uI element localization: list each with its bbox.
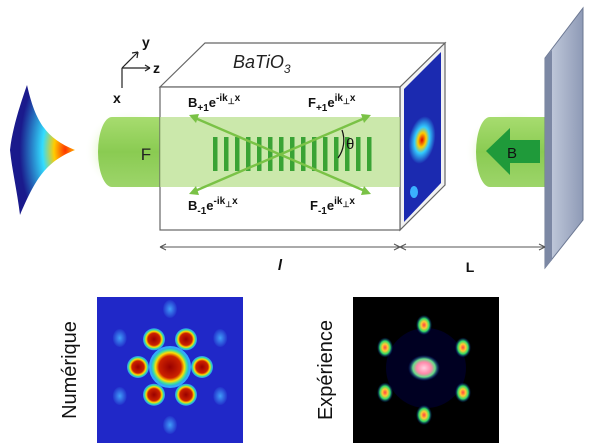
numerical-faint-spot — [213, 329, 228, 347]
numerical-side-spot — [127, 356, 149, 378]
wave-label-b-minus: B-1e-ik⊥x — [188, 196, 238, 217]
forward-beam: F — [85, 110, 175, 192]
backward-arrow-icon — [486, 128, 540, 175]
grating-stripe — [213, 137, 218, 171]
crystal-material-label: BaTiO3 — [233, 52, 291, 76]
grating-stripe — [257, 137, 262, 171]
grating-stripe — [345, 137, 350, 171]
grating-stripe — [301, 137, 306, 171]
grating-stripe — [334, 137, 339, 171]
batio3-crystal — [158, 41, 447, 232]
x-axis-label: x — [113, 90, 121, 106]
numerical-faint-spot — [163, 416, 177, 434]
numerical-panel-label: Numérique — [59, 321, 81, 419]
numerical-pattern — [97, 297, 243, 443]
grating-stripe — [235, 137, 240, 171]
numerical-faint-spot — [112, 387, 127, 405]
grating-stripe — [312, 137, 317, 171]
mirror-distance-label: L — [466, 259, 475, 275]
experimental-side-spot — [454, 382, 471, 403]
gaussian-beam-profile — [10, 85, 75, 215]
grating-stripe — [224, 137, 229, 171]
grating-stripe — [323, 137, 328, 171]
mirror-distance-dimension — [399, 243, 546, 251]
grating-stripe — [367, 137, 372, 171]
wave-label-b-plus: B+1e-ik⊥x — [188, 93, 241, 114]
crystal-length-label: l — [278, 257, 283, 274]
axis-triad — [121, 51, 151, 88]
numerical-side-spot — [143, 383, 165, 406]
numerical-side-spot — [191, 356, 213, 378]
numerical-faint-spot — [163, 300, 177, 318]
experimental-side-spot — [416, 405, 432, 425]
experimental-side-spot — [454, 337, 471, 358]
grating-stripe — [356, 137, 361, 171]
angle-arc — [337, 129, 345, 159]
angle-theta-label: θ — [346, 136, 354, 153]
experimental-side-spot — [416, 315, 432, 335]
crystal-side-spot — [404, 52, 441, 222]
z-axis-label: z — [153, 60, 160, 76]
y-axis-label: y — [142, 34, 150, 50]
experimental-pattern — [353, 297, 499, 443]
wave-label-f-minus: F-1eik⊥x — [310, 196, 355, 217]
experimental-central-spot — [408, 355, 440, 381]
grating-stripe — [268, 137, 273, 171]
numerical-side-spot — [175, 328, 197, 351]
experimental-panel-label: Expérience — [315, 320, 337, 420]
crystal-length-dimension — [159, 243, 401, 251]
experimental-side-spot — [377, 337, 394, 358]
numerical-faint-spot — [213, 387, 228, 405]
backward-beam: B — [465, 110, 560, 192]
numerical-side-spot — [175, 383, 197, 406]
backward-beam-label: B — [507, 145, 517, 162]
grating-stripe — [290, 137, 295, 171]
wave-label-f-plus: F+1eik⊥x — [308, 93, 356, 114]
grating-stripe — [246, 137, 251, 171]
numerical-side-spot — [143, 328, 165, 351]
forward-beam-label: F — [141, 145, 151, 164]
numerical-central-spot — [149, 346, 191, 388]
mirror — [544, 6, 584, 270]
experimental-side-spot — [377, 382, 394, 403]
diffraction-arrows — [189, 114, 371, 195]
numerical-faint-spot — [112, 329, 127, 347]
